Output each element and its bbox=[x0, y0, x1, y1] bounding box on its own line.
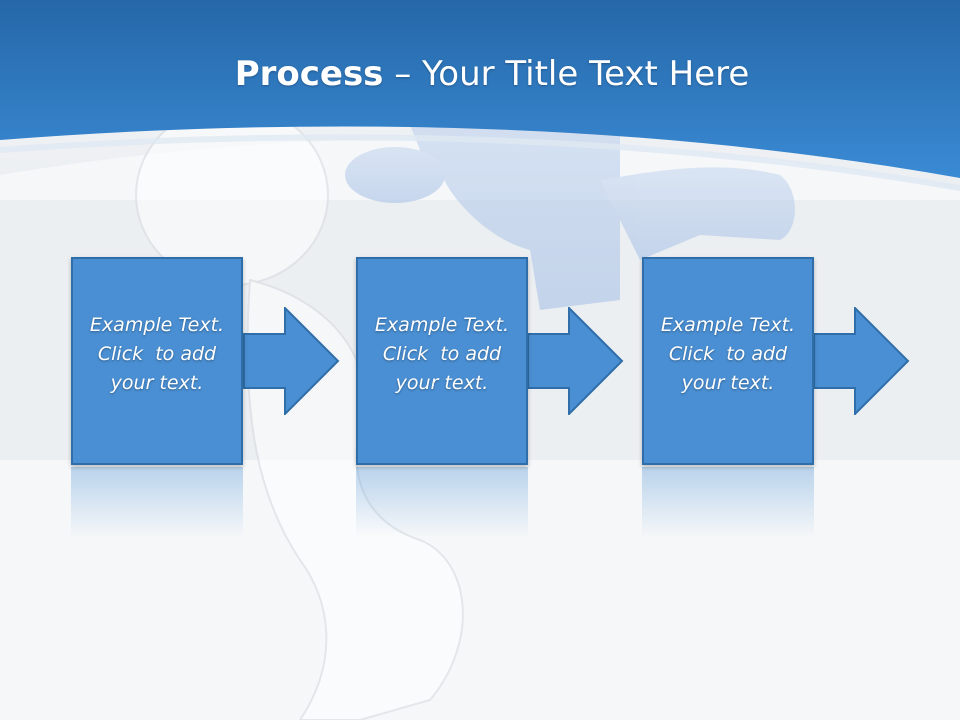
slide-title[interactable]: Process – Your Title Text Here bbox=[0, 52, 960, 96]
step-text-line-1: Example Text. bbox=[374, 314, 510, 336]
step-text-line-1: Example Text. bbox=[660, 314, 796, 336]
step-text-line-3: your text. bbox=[110, 372, 204, 394]
step-text-line-2: Click to add bbox=[382, 343, 502, 365]
title-strong: Process bbox=[234, 54, 384, 94]
right-arrow-icon bbox=[527, 307, 624, 415]
step-text-line-2: Click to add bbox=[97, 343, 217, 365]
step-box bbox=[71, 257, 243, 465]
step-text-line-2: Click to add bbox=[668, 343, 788, 365]
step-box bbox=[356, 257, 528, 465]
step-3-reflection bbox=[642, 467, 814, 537]
step-text[interactable]: Example Text. Click to add your text. bbox=[642, 311, 814, 398]
step-1-reflection bbox=[71, 467, 243, 537]
title-rest: – Your Title Text Here bbox=[383, 54, 750, 94]
step-2-reflection bbox=[356, 467, 528, 537]
step-text-line-3: your text. bbox=[395, 372, 489, 394]
step-text[interactable]: Example Text. Click to add your text. bbox=[356, 311, 528, 398]
step-text[interactable]: Example Text. Click to add your text. bbox=[71, 311, 243, 398]
step-text-line-1: Example Text. bbox=[89, 314, 225, 336]
process-step-1[interactable]: Example Text. Click to add your text. bbox=[71, 257, 243, 465]
right-arrow-icon bbox=[813, 307, 910, 415]
right-arrow-icon bbox=[243, 307, 340, 415]
step-box bbox=[642, 257, 814, 465]
process-step-3[interactable]: Example Text. Click to add your text. bbox=[642, 257, 814, 465]
process-step-2[interactable]: Example Text. Click to add your text. bbox=[356, 257, 528, 465]
step-text-line-3: your text. bbox=[681, 372, 775, 394]
